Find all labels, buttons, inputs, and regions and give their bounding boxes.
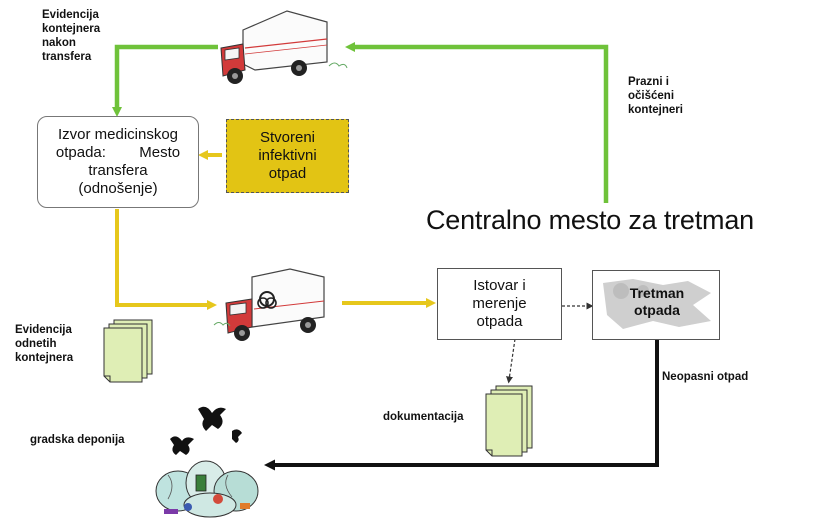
node-istovar-merenje: Istovar i merenje otpada [437, 268, 562, 340]
label-gradska-deponija: gradska deponija [30, 434, 125, 446]
node-izvor-otpada: Izvor medicinskog otpada: Mesto transfer… [37, 116, 199, 208]
label-prazni-kontejneri: Prazni i očišćeni kontejneri [628, 76, 683, 116]
label-dokumentacija: dokumentacija [383, 411, 464, 423]
node-tretman-otpada: Tretman otpada [592, 270, 720, 340]
truck-icon [220, 10, 348, 84]
biohazard-truck-icon [213, 268, 325, 341]
document-stack-icon [103, 319, 153, 383]
arrow-source-to-truck [115, 209, 217, 310]
arrow-treatment-to-landfill [264, 340, 659, 471]
title-centralno-mesto: Centralno mesto za tretman [426, 205, 754, 235]
node-stvoreni-otpad: Stvoreni infektivni otpad [226, 119, 349, 193]
label-neopasni-otpad: Neopasni otpad [662, 371, 749, 383]
document-stack-icon [485, 385, 533, 457]
biohazard-watermark-icon [603, 279, 711, 329]
arrow-return-empty-containers [345, 42, 609, 203]
garbage-pile-icon [155, 406, 259, 518]
arrow-truck-to-source [112, 44, 218, 117]
label-evidencija-transfer: Evidencija kontejnera nakon transfera [42, 9, 101, 63]
label-evidencija-odnetih: Evidencija odnetih kontejnera [15, 324, 74, 364]
arrow-unloading-to-docs [506, 338, 516, 384]
